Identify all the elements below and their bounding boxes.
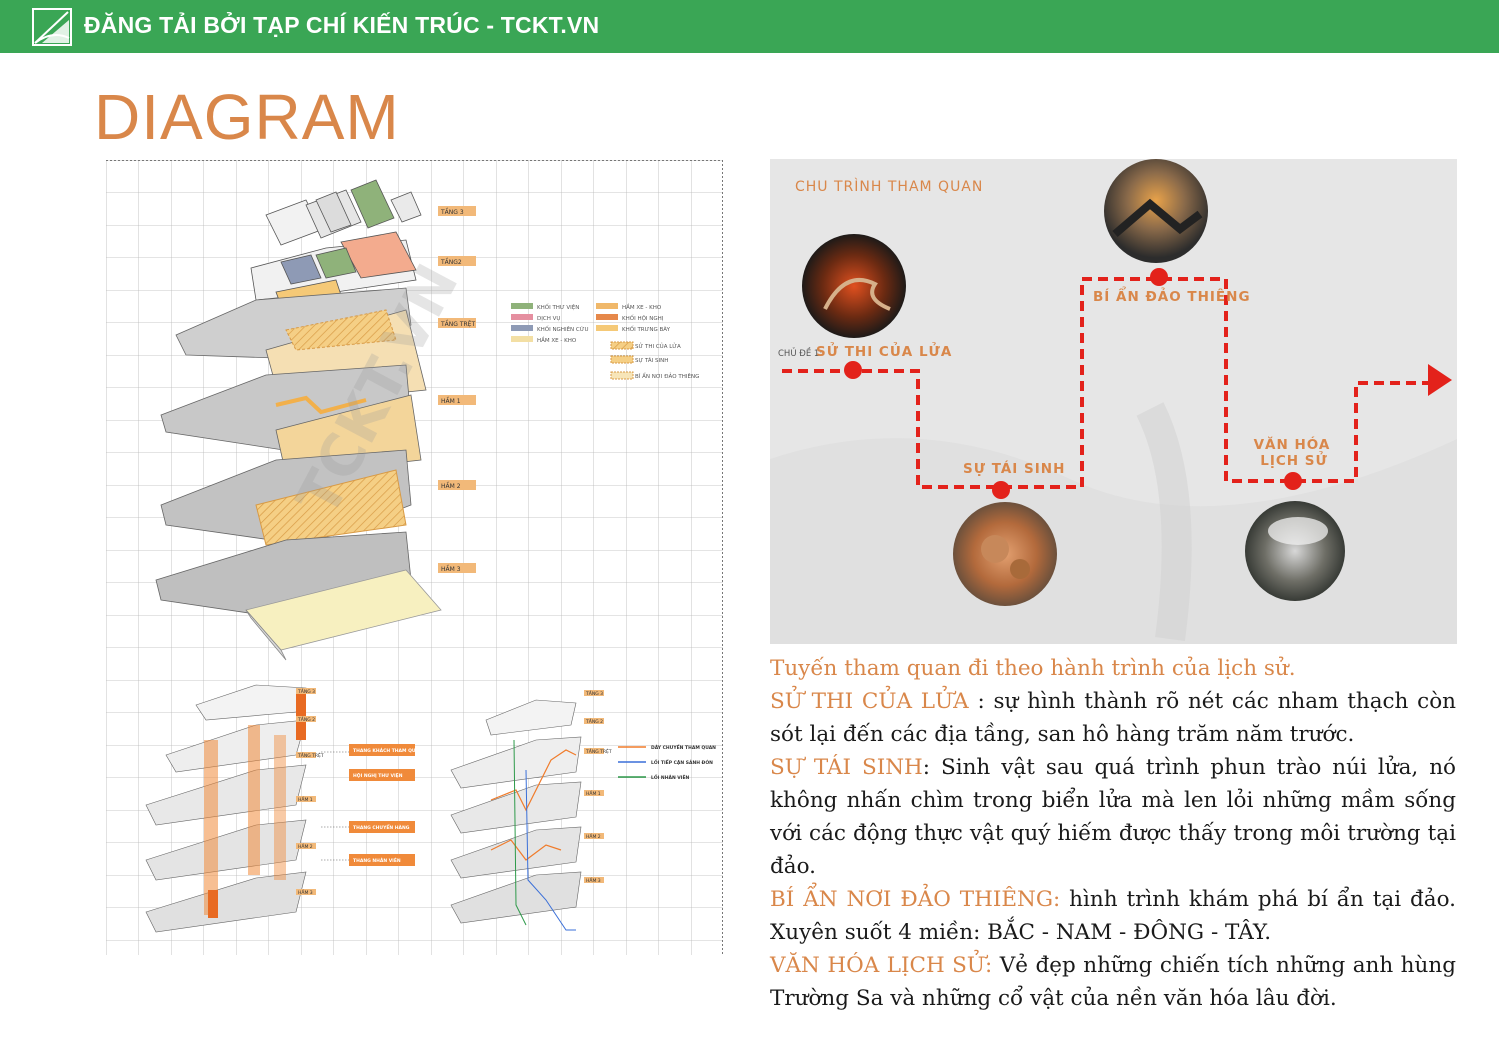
floor-ham2 — [160, 449, 412, 546]
tag-ham3: HẦM 3 — [441, 565, 461, 573]
function-legend: KHỐI THƯ VIỆN DỊCH VỤ KHỐI NGHIÊN CỨU HẦ… — [511, 303, 699, 380]
svg-text:TẦNG 2: TẦNG 2 — [585, 717, 603, 725]
description-intro: Tuyến tham quan đi theo hành trình của l… — [770, 656, 1296, 681]
header-banner: ĐĂNG TẢI BỞI TẠP CHÍ KIẾN TRÚC - TCKT.VN — [0, 0, 1499, 53]
svg-text:DÂY CHUYỀN THAM QUAN: DÂY CHUYỀN THAM QUAN — [651, 742, 716, 751]
axonometric-diagram: TẦNG 3 TẦNG2 TẦNG TRỆT HẦM 1 HẦM 2 HẦM 3… — [106, 160, 723, 955]
svg-text:KHỐI TRƯNG BÀY: KHỐI TRƯNG BÀY — [622, 325, 671, 333]
floor-ham3 — [155, 531, 442, 661]
svg-text:TẦNG TRỆT: TẦNG TRỆT — [585, 747, 612, 755]
svg-text:THANG KHÁCH THAM QUAN: THANG KHÁCH THAM QUAN — [353, 747, 423, 754]
circulation-vertical-diagram: TẦNG 3 TẦNG 2 TẦNG TRỆT HẦM 1 HẦM 2 HẦM … — [145, 684, 423, 933]
svg-text:HẦM XE - KHO: HẦM XE - KHO — [537, 336, 577, 344]
tour-cycle-panel: CHU TRÌNH THAM QUAN CHỦ ĐỀ 1: SỬ THI CỦA… — [770, 159, 1457, 644]
svg-text:SỰ TÁI SINH: SỰ TÁI SINH — [635, 357, 668, 364]
svg-text:THANG NHÂN VIÊN: THANG NHÂN VIÊN — [353, 856, 401, 864]
floor-tang2-blocks — [250, 231, 417, 309]
svg-text:TẦNG 3: TẦNG 3 — [297, 687, 315, 695]
svg-text:HẦM 2: HẦM 2 — [298, 842, 313, 850]
svg-text:LỐI TIẾP CẬN SẢNH ĐÓN: LỐI TIẾP CẬN SẢNH ĐÓN — [651, 758, 713, 766]
stop-node-3 — [1150, 268, 1168, 286]
svg-text:TẦNG TRỆT: TẦNG TRỆT — [297, 751, 324, 759]
stop-node-4 — [1284, 472, 1302, 490]
circulation-route-diagram: TẦNG 3 TẦNG 2 TẦNG TRỆT HẦM 1 HẦM 2 HẦM … — [450, 689, 716, 931]
tag-tang-tret: TẦNG TRỆT — [440, 320, 475, 328]
stop-label-fire: SỬ THI CỦA LỬA — [816, 341, 952, 360]
stop-node-2 — [992, 481, 1010, 499]
banner-title: ĐĂNG TẢI BỞI TẠP CHÍ KIẾN TRÚC - TCKT.VN — [84, 12, 600, 38]
tour-description: Tuyến tham quan đi theo hành trình của l… — [770, 652, 1456, 1015]
tckt-logo-icon — [32, 8, 72, 46]
svg-text:BÍ ẨN NƠI ĐẢO THIÊNG: BÍ ẨN NƠI ĐẢO THIÊNG — [635, 372, 699, 380]
tag-tang3: TẦNG 3 — [440, 208, 464, 216]
description-item-fire: SỬ THI CỦA LỬA : sự hình thành rõ nét cá… — [770, 689, 1456, 747]
description-item-rebirth: SỰ TÁI SINH: Sinh vật sau quá trình phun… — [770, 755, 1456, 879]
page-title: DIAGRAM — [94, 81, 400, 153]
svg-text:THANG CHUYỂN HÀNG: THANG CHUYỂN HÀNG — [353, 823, 410, 831]
svg-text:SỬ THI CỦA LỬA: SỬ THI CỦA LỬA — [635, 342, 681, 350]
svg-text:KHỐI HỘI NGHỊ: KHỐI HỘI NGHỊ — [622, 314, 664, 322]
tag-ham2: HẦM 2 — [441, 482, 461, 490]
stop-label-rebirth: SỰ TÁI SINH — [963, 460, 1065, 477]
svg-text:LỐI NHÂN VIÊN: LỐI NHÂN VIÊN — [651, 773, 690, 781]
stop-prefix: CHỦ ĐỀ 1: — [778, 346, 822, 359]
floor-tang3-blocks — [265, 179, 422, 246]
route-arrow-icon — [1428, 364, 1452, 396]
stop-label-history: LỊCH SỬ — [1260, 450, 1328, 469]
description-item-island: BÍ ẨN NƠI ĐẢO THIÊNG: hình trình khám ph… — [770, 887, 1456, 945]
svg-text:HẦM 1: HẦM 1 — [298, 795, 313, 803]
svg-text:KHỐI NGHIÊN CỨU: KHỐI NGHIÊN CỨU — [537, 325, 589, 333]
svg-text:HẦM 2: HẦM 2 — [586, 832, 601, 840]
floor-tags: TẦNG 3 TẦNG2 TẦNG TRỆT HẦM 1 HẦM 2 HẦM 3 — [438, 206, 476, 573]
svg-text:KHỐI THƯ VIỆN: KHỐI THƯ VIỆN — [537, 303, 579, 311]
tag-ham1: HẦM 1 — [441, 397, 461, 405]
description-item-history: VĂN HÓA LỊCH SỬ: Vẻ đẹp những chiến tích… — [770, 953, 1456, 1011]
svg-text:HẦM 1: HẦM 1 — [586, 789, 601, 797]
stop-label-culture: VĂN HÓA — [1254, 435, 1331, 453]
svg-text:HỘI NGHỊ THƯ VIỆN: HỘI NGHỊ THƯ VIỆN — [353, 771, 403, 779]
svg-text:HẦM 3: HẦM 3 — [586, 876, 601, 884]
tour-title: CHU TRÌNH THAM QUAN — [795, 178, 983, 195]
svg-text:DỊCH VỤ: DỊCH VỤ — [537, 316, 560, 322]
stop-image-fire — [802, 234, 906, 338]
stop-image-history — [1245, 501, 1345, 601]
stop-node-1 — [844, 361, 862, 379]
svg-text:TẦNG 2: TẦNG 2 — [297, 715, 315, 723]
stop-label-island: BÍ ẨN ĐẢO THIÊNG — [1093, 285, 1251, 305]
tag-tang2: TẦNG2 — [440, 258, 462, 266]
svg-text:HẦM XE - KHO: HẦM XE - KHO — [622, 303, 662, 311]
svg-text:HẦM 3: HẦM 3 — [298, 888, 313, 896]
svg-text:TẦNG 3: TẦNG 3 — [585, 689, 603, 697]
